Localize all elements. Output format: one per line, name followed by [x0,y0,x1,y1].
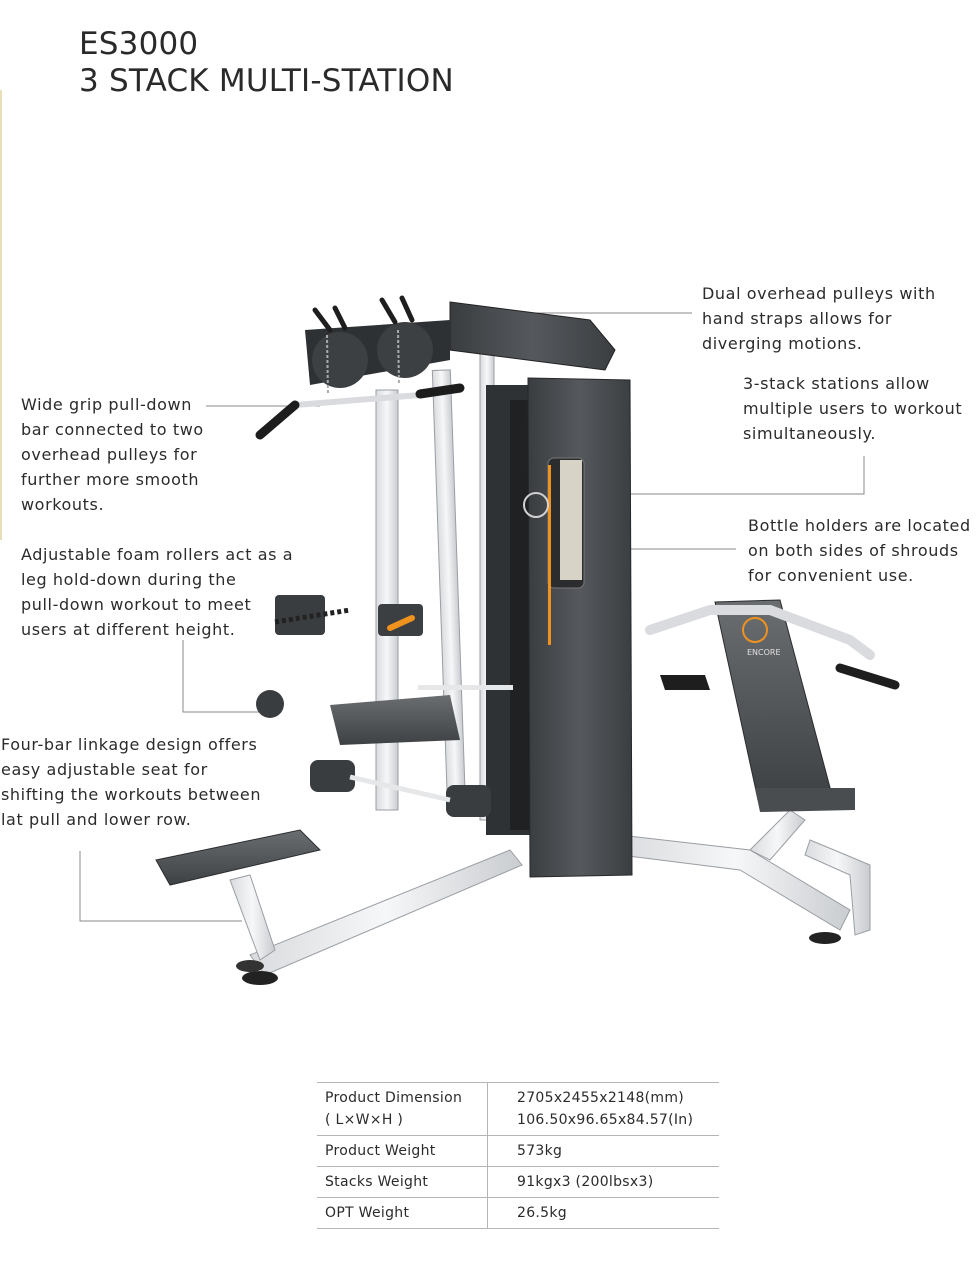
table-row: Product Dimension ( L×W×H ) 2705x2455x21… [317,1082,719,1136]
spec-label: OPT Weight [317,1197,488,1229]
press-logo-text: ENCORE [747,648,781,657]
leader-rollers [182,640,262,713]
table-row: Stacks Weight 91kgx3 (200lbsx3) [317,1166,719,1198]
press-station: ENCORE [645,599,900,944]
uprights [375,349,495,821]
callout-bottle-holders: Bottle holders are located on both sides… [748,516,971,585]
leader-stacks [598,456,865,495]
spec-label: Product Dimension ( L×W×H ) [317,1082,488,1136]
callout-three-stacks: 3-stack stations allow multiple users to… [743,374,963,443]
weight-plates-window [548,460,582,645]
row-seat [155,829,321,985]
spec-value: 91kgx3 (200lbsx3) [487,1166,719,1198]
callout-four-bar-linkage: Four-bar linkage design offers easy adju… [1,735,262,829]
overhead-boom [305,295,616,396]
left-edge-accent [0,90,2,540]
pulldown-bar [255,383,465,440]
machine-illustration: ENCORE [155,295,900,985]
page-title: ES3000 3 STACK MULTI-STATION [79,26,454,100]
base-frame [249,809,851,976]
leader-linkage [79,851,242,922]
model-number: ES3000 [79,26,199,62]
spec-value: 2705x2455x2148(mm) 106.50x96.65x84.57(In… [487,1082,719,1136]
table-row: Product Weight 573kg [317,1135,719,1167]
spec-label: Product Weight [317,1135,488,1167]
callout-foam-rollers: Adjustable foam rollers act as a leg hol… [21,545,294,639]
specifications-table: Product Dimension ( L×W×H ) 2705x2455x21… [317,1082,719,1229]
weight-stack-shroud [486,377,633,878]
spec-value: 573kg [487,1135,719,1167]
spec-label: Stacks Weight [317,1166,488,1198]
spec-value: 26.5kg [487,1197,719,1229]
product-name: 3 STACK MULTI-STATION [79,63,454,99]
lat-station [256,595,513,817]
callout-overhead-pulleys: Dual overhead pulleys with hand straps a… [702,284,936,353]
callout-pulldown-bar: Wide grip pull-down bar connected to two… [21,395,204,514]
table-row: OPT Weight 26.5kg [317,1197,719,1229]
